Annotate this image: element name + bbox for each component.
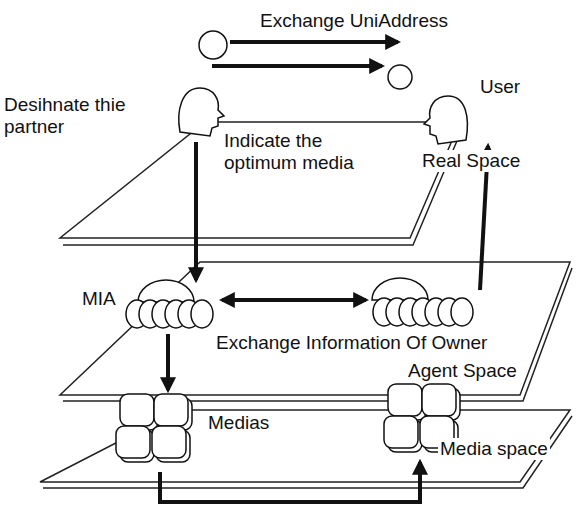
action-label: Desihnate thie partner (2, 94, 130, 138)
agent-disc (191, 300, 213, 328)
arrow (160, 462, 420, 502)
exchange-arrows (212, 42, 398, 66)
media-block (154, 394, 188, 426)
media-block (384, 416, 418, 448)
media-space-plane-edge (43, 416, 572, 488)
agent-dome (372, 278, 428, 300)
media-space-plane (40, 410, 570, 482)
address-token (199, 31, 227, 59)
arrow (212, 64, 382, 68)
media-label: Medias (206, 412, 271, 434)
action-label: Indicate the optimum media (222, 130, 378, 174)
uniaddress-tokens (199, 31, 412, 89)
diagram-title-text: Exchange UniAddress (258, 10, 450, 32)
space-planes (40, 122, 572, 488)
mia-agents (126, 278, 473, 328)
arrow (230, 40, 398, 44)
arrow (194, 142, 198, 280)
user-head (179, 88, 224, 136)
real-space-plane (60, 122, 460, 238)
user-head (424, 96, 467, 144)
action-label: Exchange Information Of Owner (214, 332, 489, 354)
media-block (116, 426, 150, 458)
media-block (120, 394, 154, 426)
media-block (422, 384, 456, 416)
double-arrow (222, 298, 366, 302)
real-space-plane-edge (63, 129, 462, 245)
agent-space-plane-edge (63, 268, 572, 401)
media-blocks (116, 384, 460, 462)
layer-label: Media space (438, 438, 550, 460)
agent-label: MIA (80, 288, 118, 310)
layer-label: Real Space (420, 150, 522, 172)
agent-space-plane (60, 262, 570, 395)
address-token (388, 65, 412, 89)
arrow (166, 334, 170, 390)
media-block (388, 384, 422, 416)
agent-disc (451, 298, 473, 326)
user-label: User (478, 76, 522, 98)
media-block (152, 426, 186, 458)
layer-label: Agent Space (406, 360, 519, 382)
agent-dome (138, 280, 194, 302)
